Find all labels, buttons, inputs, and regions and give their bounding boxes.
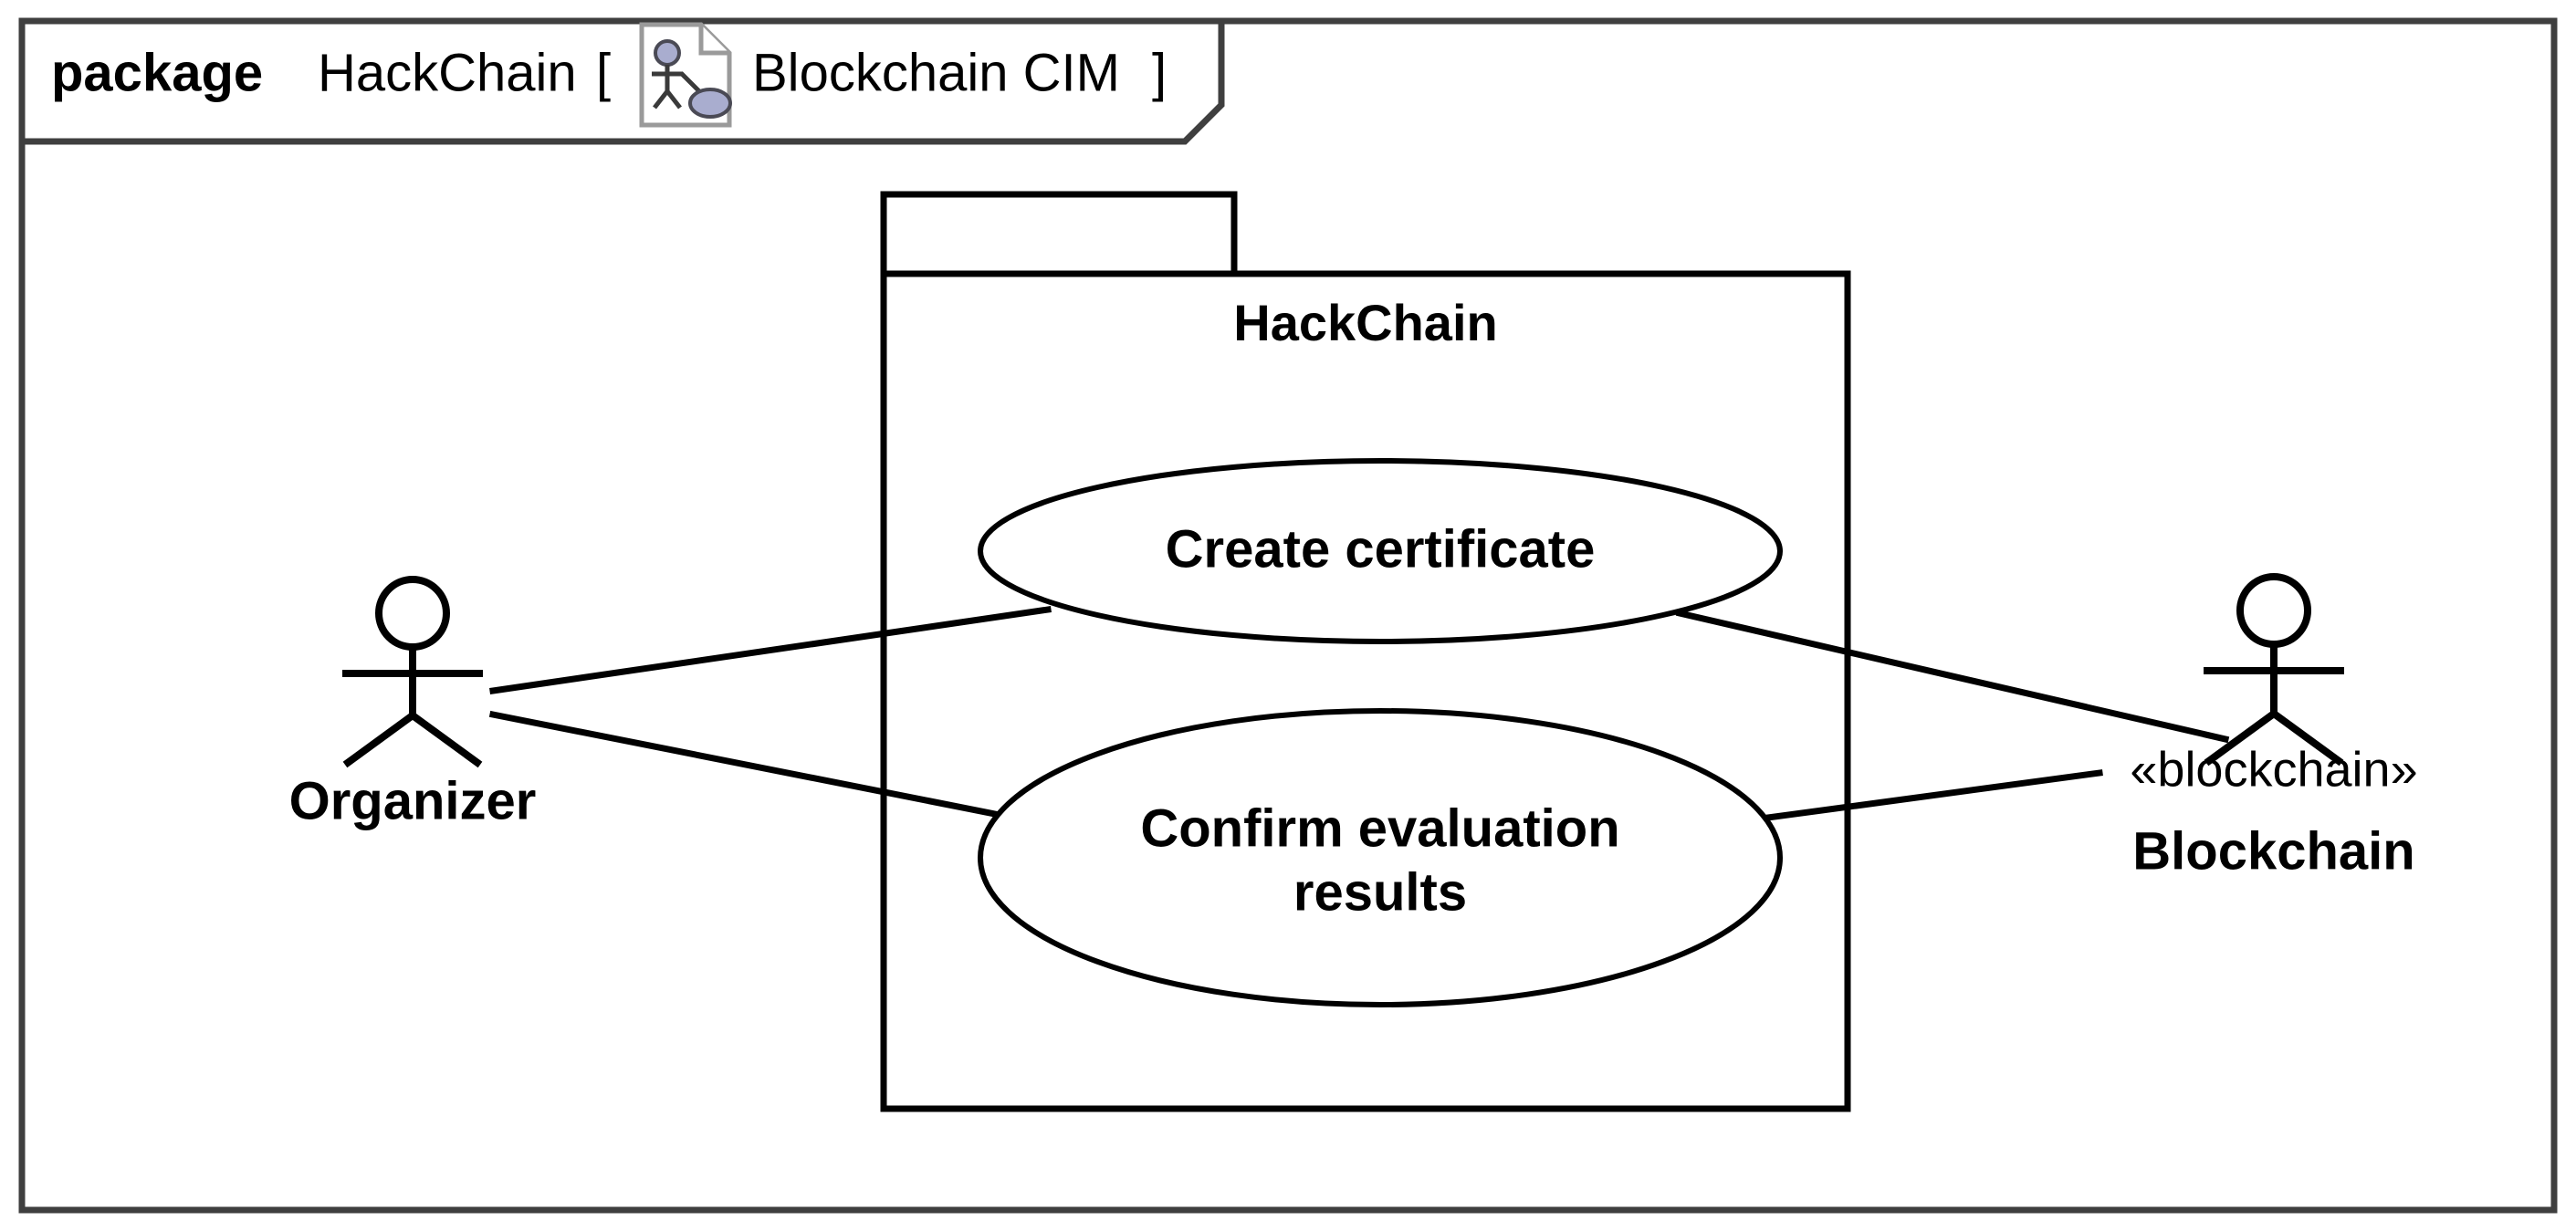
actor-head xyxy=(375,576,450,651)
actor-leg-left xyxy=(342,712,415,768)
use-case-diagram-document-icon xyxy=(639,22,732,128)
actor-blockchain[interactable]: «blockchain» Blockchain xyxy=(2130,573,2418,881)
use-case-confirm-evaluation-results[interactable]: Confirm evaluation results xyxy=(978,708,1783,1007)
frame-border xyxy=(18,17,2558,1214)
icon-actor-head xyxy=(654,39,681,67)
actor-leg-right xyxy=(2271,710,2344,767)
icon-use-case-ellipse xyxy=(688,88,732,119)
header-keyword: package xyxy=(51,43,263,102)
diagram-frame xyxy=(18,17,2558,1214)
actor-leg-left xyxy=(2204,710,2277,767)
actor-organizer[interactable]: Organizer xyxy=(289,576,537,830)
actor-label: Organizer xyxy=(289,771,537,830)
association-create-certificate-blockchain[interactable] xyxy=(1675,609,2230,744)
header-package-name: HackChain xyxy=(318,43,577,102)
icon-actor-leg-left xyxy=(653,89,669,110)
use-case-label-line-2: results xyxy=(1293,862,1467,922)
association-organizer-confirm-results[interactable] xyxy=(488,710,1027,824)
association-lines xyxy=(488,606,2230,824)
document-fold-corner xyxy=(698,25,729,56)
header-bracket-open: [ xyxy=(596,43,611,102)
association-organizer-create-certificate[interactable] xyxy=(489,606,1052,694)
subject-package-hackchain: HackChain xyxy=(880,191,1851,1112)
package-title: HackChain xyxy=(1233,294,1497,351)
actor-label: Blockchain xyxy=(2132,821,2414,881)
use-case-ellipse[interactable] xyxy=(978,708,1783,1007)
actor-head xyxy=(2236,573,2311,648)
frame-header-tab xyxy=(18,17,1225,145)
header-frame-title: Blockchain CIM xyxy=(752,43,1120,102)
package-tab xyxy=(880,191,1238,277)
use-case-create-certificate[interactable]: Create certificate xyxy=(978,458,1783,644)
use-case-label-line-1: Confirm evaluation xyxy=(1140,798,1619,858)
actor-stereotype: «blockchain» xyxy=(2130,742,2417,797)
icon-actor-leg-right xyxy=(665,89,682,110)
association-confirm-results-blockchain[interactable] xyxy=(1751,769,2103,823)
use-case-label: Create certificate xyxy=(1166,519,1596,579)
frame-header-tab-shape xyxy=(18,17,1225,145)
header-bracket-close: ] xyxy=(1152,43,1167,102)
use-case-ellipse[interactable] xyxy=(978,458,1783,644)
actor-leg-right xyxy=(410,712,483,768)
